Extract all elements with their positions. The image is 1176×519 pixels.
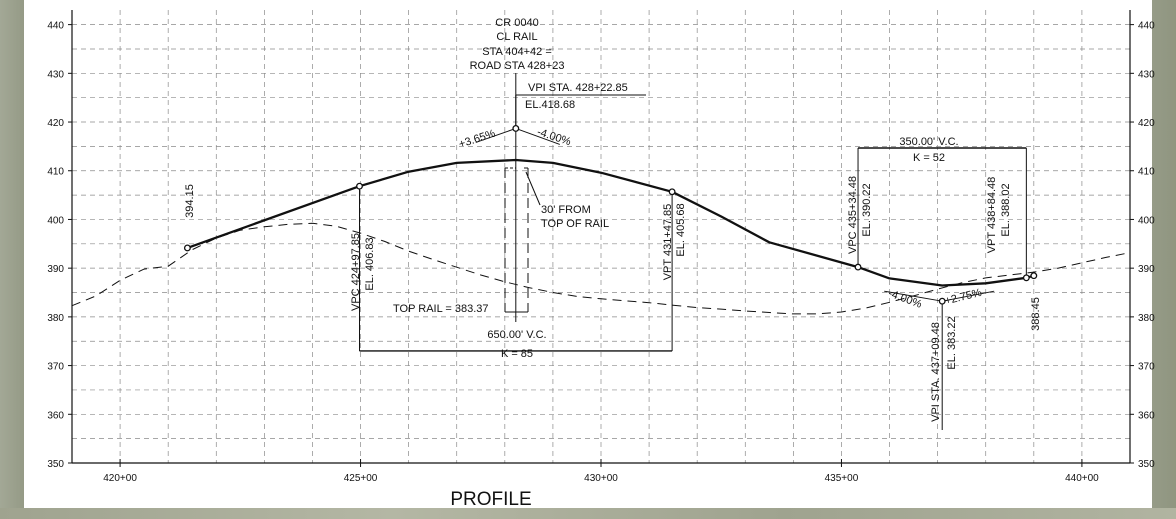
- vpc2-station-label: VPC 435+34.48: [847, 176, 859, 254]
- y-tick-label: 390: [1138, 264, 1155, 275]
- profile-point: [668, 188, 676, 196]
- header-line-4: ROAD STA 428+23: [470, 60, 565, 72]
- x-tick-label: 420+00: [103, 473, 137, 484]
- tangent-in-2: [884, 290, 943, 302]
- bottom-border-strip: [0, 508, 1176, 519]
- tangent-in-1: [475, 127, 516, 143]
- grid: [72, 10, 1130, 463]
- chart-title: PROFILE: [450, 489, 531, 510]
- annotation-leaders: [186, 73, 1027, 430]
- vpi1-elevation-label: EL.418.68: [525, 99, 575, 111]
- vpt2-station-label: VPT 438+84.48: [986, 177, 998, 254]
- y-tick-label: 400: [1138, 215, 1155, 226]
- profile-sheet: [24, 0, 1152, 508]
- tangent-out-2: [942, 290, 995, 302]
- y-tick-label: 430: [47, 69, 64, 80]
- end-elevation-label: 388.45: [1030, 297, 1042, 331]
- points-group: [183, 125, 1038, 305]
- y-tick-label: 350: [1138, 459, 1155, 470]
- proposed-profile-line: [187, 158, 1035, 287]
- y-tick-label: 440: [47, 21, 64, 32]
- profile-point: [356, 182, 363, 190]
- profile-point: [512, 125, 520, 132]
- x-tick-label: 430+00: [584, 473, 618, 484]
- clearance-leader: [525, 171, 541, 206]
- y-tick-label: 440: [1138, 21, 1155, 32]
- vpi2-elevation-label: EL. 383.22: [946, 316, 958, 369]
- grade-in-2-label: -4.00%: [887, 288, 924, 311]
- vpt1-elevation-label: EL. 405.68: [675, 203, 687, 256]
- x-tick-label: 435+00: [825, 473, 859, 484]
- grade-in-1-label: +3.65%: [457, 128, 497, 151]
- clearance-line-1: 30' FROM: [541, 204, 591, 216]
- y-tick-label: 390: [47, 264, 64, 275]
- y-tick-label: 400: [47, 215, 64, 226]
- y-tick-label: 410: [47, 167, 64, 178]
- y-tick-label: 420: [1138, 118, 1155, 129]
- header-line-2: CL RAIL: [496, 31, 537, 43]
- top-rail-label: TOP RAIL = 383.37: [393, 303, 489, 315]
- header-line-3: STA 404+42 =: [482, 46, 552, 58]
- y-tick-label: 360: [47, 410, 64, 421]
- begin-elevation-label: 394.15: [184, 184, 196, 218]
- vpt2-elevation-label: EL. 388.02: [1000, 183, 1012, 236]
- vpc1-station-label: VPC 424+97.85: [350, 233, 362, 311]
- existing-ground-line: [71, 222, 1131, 315]
- y-tick-label: 430: [1138, 69, 1155, 80]
- profile-point: [854, 263, 862, 271]
- y-tick-label: 370: [1138, 362, 1155, 373]
- vpt1-station-label: VPT 431+47.85: [662, 204, 674, 281]
- y-tick-label: 380: [1138, 313, 1155, 324]
- vc2-k-label: K = 52: [913, 152, 945, 164]
- profile-point: [938, 297, 946, 305]
- profile-point: [1022, 274, 1030, 282]
- vpi2-station-label: VPI STA. 437+09.48: [930, 322, 942, 422]
- profile-point: [183, 244, 191, 252]
- tangent-out-1: [515, 127, 560, 145]
- y-tick-label: 350: [47, 459, 64, 470]
- vpi1-station-label: VPI STA. 428+22.85: [528, 82, 628, 94]
- grade-out-1-label: -4.00%: [535, 126, 572, 148]
- y-axis-right: 350 360 370 380 390 400 410 420 430 440: [1130, 21, 1155, 470]
- x-axis: 420+00 425+00 430+00 435+00 440+00: [103, 459, 1099, 484]
- y-tick-label: 410: [1138, 167, 1155, 178]
- grade-out-2-label: +2.75%: [944, 287, 984, 308]
- y-tick-label: 380: [47, 313, 64, 324]
- x-tick-label: 440+00: [1065, 473, 1099, 484]
- x-tick-label: 425+00: [344, 473, 378, 484]
- vc2-length-label: 350.00' V.C.: [899, 136, 958, 148]
- y-axis-left: 350 360 370 380 390 400 410 420 430 440: [47, 21, 72, 470]
- vc1-k-label: K = 85: [501, 348, 533, 360]
- vc1-length-label: 650.00' V.C.: [487, 329, 546, 341]
- series-group: [71, 158, 1131, 315]
- vpc2-elevation-label: EL. 390.22: [861, 183, 873, 236]
- clearance-line-2: TOP OF RAIL: [541, 218, 609, 230]
- header-line-1: CR 0040: [495, 17, 538, 29]
- y-tick-label: 420: [47, 118, 64, 129]
- profile-point: [1030, 272, 1038, 280]
- y-tick-label: 360: [1138, 410, 1155, 421]
- vpc1-elevation-label: EL. 406.83: [364, 237, 376, 290]
- y-tick-label: 370: [47, 362, 64, 373]
